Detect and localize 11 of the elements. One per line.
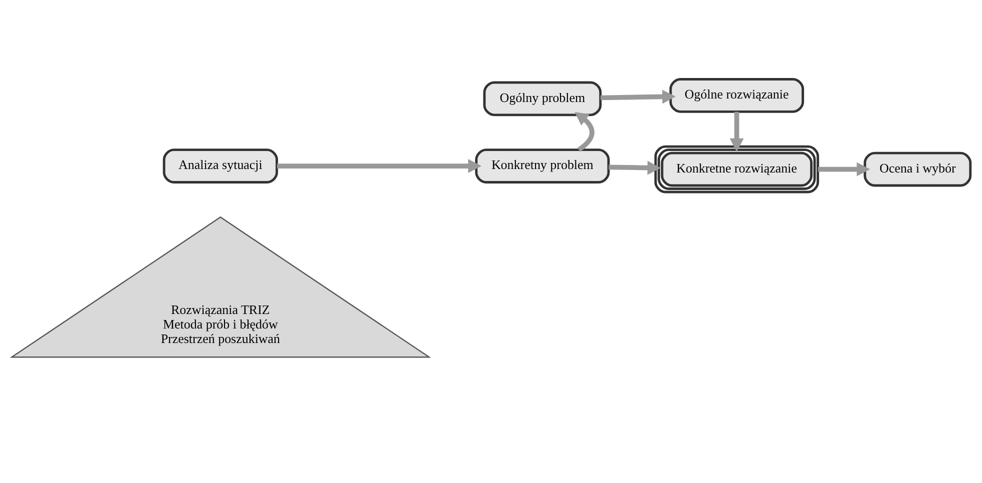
arrow [277, 159, 482, 174]
node-box: Ogólny problem [483, 81, 602, 116]
arrow [818, 162, 870, 176]
node-box: Konkretne rozwiązanie [654, 145, 820, 194]
node-box: Konkretny problem [475, 148, 610, 184]
arrow [730, 112, 744, 152]
node-box: Analiza sytuacji [162, 148, 278, 184]
node-box: Ogólne rozwiązanie [669, 78, 804, 113]
node-box: Ocena i wybór [864, 152, 972, 187]
arrow [608, 160, 661, 175]
arrow [600, 90, 676, 104]
